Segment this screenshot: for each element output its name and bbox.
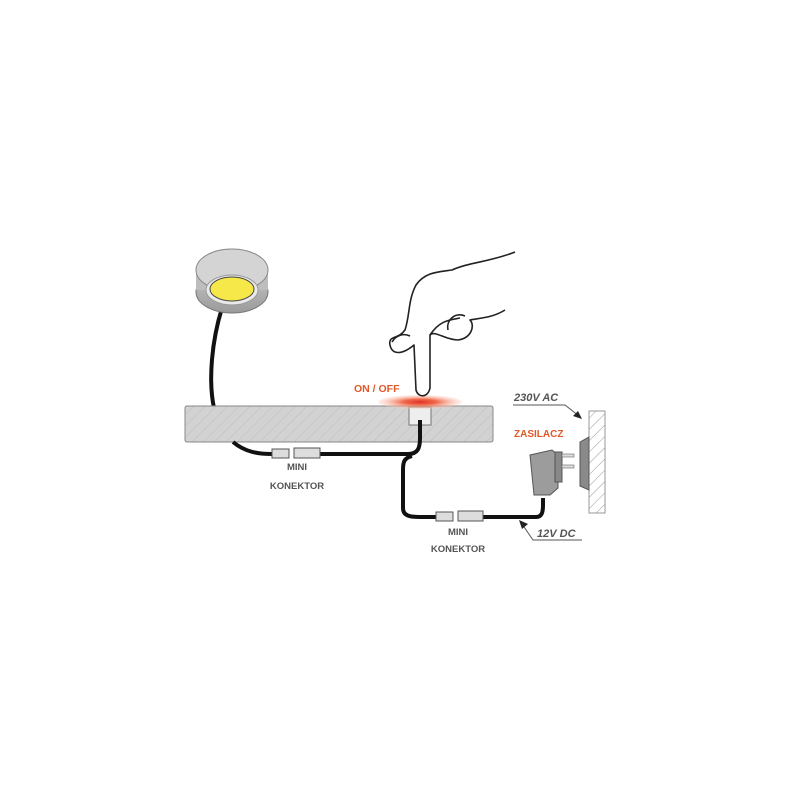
on-off-label: ON / OFF — [354, 383, 400, 395]
connector1-label-line1: MINI — [287, 462, 307, 473]
low-voltage-label: 12V DC — [537, 528, 577, 540]
touch-glow — [378, 395, 462, 409]
cable-lamp-to-connector — [231, 440, 273, 456]
cable-switch-to-connector2 — [401, 454, 436, 519]
lamp-cable — [209, 307, 224, 409]
led-lamp — [195, 248, 269, 314]
connector1-label-line2: KONEKTOR — [270, 481, 324, 492]
mains-voltage-label: 230V AC — [513, 392, 559, 404]
arrow-12v-head — [519, 520, 528, 529]
cabinet-shelf — [184, 405, 494, 443]
mini-connector-2 — [435, 510, 484, 522]
arrow-12v — [521, 523, 582, 541]
connector2-label-line1: MINI — [448, 527, 468, 538]
connector2-label-line2: KONEKTOR — [431, 544, 485, 555]
arrow-230v — [513, 404, 580, 417]
power-adapter — [529, 449, 575, 496]
cable-connector2-to-adapter — [482, 498, 545, 519]
arrow-230v-head — [573, 411, 582, 419]
power-supply-label: ZASILACZ — [514, 429, 563, 440]
hand-icon — [388, 251, 516, 397]
mini-connector-1 — [271, 447, 321, 459]
cable-connector-to-switch — [320, 420, 422, 456]
wall-socket — [579, 410, 606, 514]
